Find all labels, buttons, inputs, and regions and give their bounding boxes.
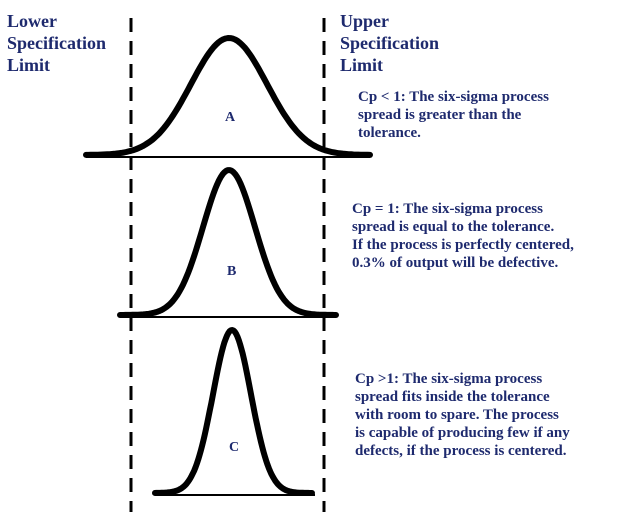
description-c-line-1: Cp >1: The six-sigma process [355,371,543,387]
lower-spec-limit-line-1: Lower [7,11,57,31]
description-b: Cp = 1: The six-sigma process spread is … [352,200,574,272]
description-c-line-5: defects, if the process is centered. [355,443,567,459]
upper-spec-limit-line-1: Upper [340,11,389,31]
description-a-line-2: spread is greater than the [358,107,522,123]
curve-label-a: A [225,110,236,125]
lower-spec-limit-line-2: Specification [7,33,106,53]
upper-spec-limit-line-2: Specification [340,33,439,53]
lower-spec-limit-label: Lower Specification Limit [7,10,106,76]
lower-spec-limit-line-3: Limit [7,55,50,75]
description-c-line-2: spread fits inside the tolerance [355,389,550,405]
description-b-line-2: spread is equal to the tolerance. [352,219,555,235]
distribution-curve-b [117,167,339,318]
description-c-line-3: with room to spare. The process [355,407,559,423]
description-a: Cp < 1: The six-sigma process spread is … [358,88,549,142]
distribution-curve-c [152,327,315,496]
upper-spec-limit-line-3: Limit [340,55,383,75]
description-a-line-1: Cp < 1: The six-sigma process [358,89,549,105]
curve-label-c: C [229,440,240,455]
description-a-line-3: tolerance. [358,125,421,141]
description-c: Cp >1: The six-sigma process spread fits… [355,370,570,460]
upper-spec-limit-label: Upper Specification Limit [340,10,439,76]
description-c-line-4: is capable of producing few if any [355,425,570,441]
description-b-line-4: 0.3% of output will be defective. [352,255,559,271]
distribution-curve-a [83,35,373,158]
curve-label-b: B [227,264,237,279]
description-b-line-3: If the process is perfectly centered, [352,237,574,253]
description-b-line-1: Cp = 1: The six-sigma process [352,201,543,217]
